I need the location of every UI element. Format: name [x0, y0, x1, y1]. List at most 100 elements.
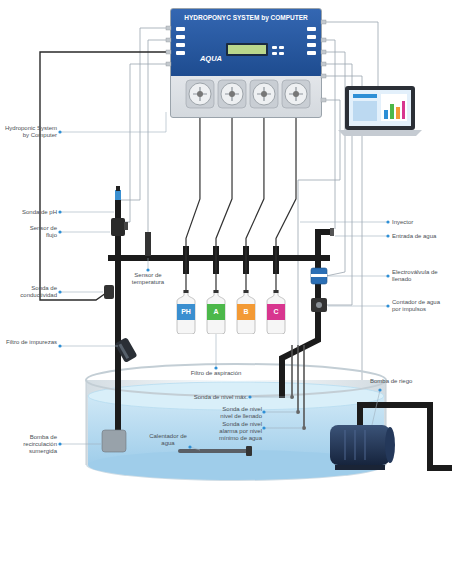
callout-dot: [146, 268, 149, 271]
bottle-cap: [214, 290, 219, 293]
leader-line: [300, 222, 388, 223]
bottle-cap: [244, 290, 249, 293]
temperature-sensor: [145, 232, 151, 256]
bottle-label-band: [267, 304, 285, 320]
signal-wire: [322, 52, 345, 276]
peristaltic-pump: [282, 80, 310, 108]
peristaltic-pump: [253, 83, 275, 105]
callout-dot: [58, 130, 389, 448]
sensor-cable: [40, 52, 170, 300]
irrigation-pump: [330, 425, 390, 465]
controller-port: [321, 74, 326, 78]
leader-line: [60, 232, 110, 233]
signal-wire: [148, 40, 170, 232]
bottle-body: [267, 290, 285, 334]
callout-label: Sonda de nivel máx.: [186, 394, 248, 401]
pulse-water-meter: [316, 302, 322, 308]
laptop-computer: [345, 86, 415, 130]
bottle-letter: C: [266, 304, 286, 320]
callout-label: Filtro de impurezas: [3, 339, 57, 346]
leader-line: [372, 390, 380, 425]
irrigation-pump: [355, 430, 356, 460]
callout-dot: [378, 388, 381, 391]
ph-probe: [115, 190, 121, 200]
callout-label: Inyector: [392, 219, 450, 226]
callout-dot: [262, 426, 265, 429]
leader-line: [264, 428, 303, 429]
control-button: [279, 46, 284, 49]
leader-line: [250, 397, 291, 398]
peristaltic-pump: [257, 87, 271, 101]
leader-line: [60, 212, 114, 213]
bottle-label-band: [177, 304, 195, 320]
callout-label: Filtro de aspiración: [190, 370, 242, 377]
leader-line: [148, 258, 149, 270]
laptop-computer: [353, 101, 377, 121]
level-probe: [291, 345, 293, 397]
leader-line: [60, 444, 101, 445]
control-button: [176, 27, 316, 55]
controller-port: [166, 50, 171, 54]
callout-label: Bomba de recirculación sumergida: [3, 434, 57, 455]
callout-dot: [58, 210, 61, 213]
temperature-sensor: [145, 232, 151, 256]
bottle-body: [237, 290, 255, 334]
fill-solenoid-valve: [311, 268, 327, 284]
leader-line: [60, 112, 388, 450]
irrigation-pump: [365, 430, 366, 460]
controller-port: [321, 38, 326, 42]
signal-wire: [322, 40, 335, 229]
callout-label: Entrada de agua: [392, 233, 450, 240]
laptop-computer: [390, 104, 394, 119]
bottle-letter: A: [206, 304, 226, 320]
bottle-letter: B: [236, 304, 256, 320]
peristaltic-pump: [186, 80, 310, 108]
control-button: [307, 51, 316, 55]
laptop-computer: [402, 101, 405, 119]
irrigation-pump: [345, 430, 346, 460]
dosing-tube: [186, 118, 200, 290]
leader-line: [328, 276, 388, 277]
control-button: [176, 51, 185, 55]
leader-line: [216, 330, 217, 368]
water-heater: [178, 446, 252, 456]
pulse-water-meter: [311, 298, 327, 312]
leader-line: [60, 292, 103, 293]
peristaltic-pump: [289, 87, 303, 101]
control-button: [176, 35, 185, 39]
callout-dot: [58, 230, 61, 233]
fill-solenoid-valve: [311, 274, 327, 277]
bottle-cap: [184, 290, 189, 293]
dosing-tube: [246, 118, 264, 290]
controller-port: [166, 62, 171, 66]
ph-probe: [116, 186, 120, 191]
laptop-computer: [396, 107, 400, 119]
pipe: [315, 229, 332, 235]
laptop-computer: [353, 94, 377, 98]
callout-label: Sonda de pH: [3, 209, 57, 216]
peristaltic-pump: [189, 83, 211, 105]
callout-dot: [58, 344, 61, 347]
inlet-cap: [330, 228, 334, 236]
callout-label: Sonda de conductividad: [3, 285, 57, 299]
ph-probe: [115, 186, 121, 200]
leader-line: [60, 346, 118, 347]
peristaltic-pump: [250, 80, 278, 108]
impurity-filter: [119, 344, 130, 359]
peristaltic-pump: [261, 91, 267, 97]
flow-sensor: [111, 218, 125, 236]
peristaltic-pump: [221, 83, 243, 105]
callout-label: Sensor de temperatura: [122, 272, 174, 286]
bottle-body: [177, 290, 195, 334]
control-button: [279, 52, 284, 55]
water-heater: [246, 446, 252, 456]
callout-dot: [386, 274, 389, 277]
peristaltic-pump: [225, 87, 239, 101]
bottle-letter: PH: [176, 304, 196, 320]
irrigation-pump: [335, 465, 385, 470]
callout-label: Sonda de nivel nivel de llenado: [214, 406, 262, 420]
controller-port: [321, 20, 326, 24]
control-button: [272, 46, 277, 49]
callout-label: Contador de agua por impulsos: [392, 299, 448, 313]
